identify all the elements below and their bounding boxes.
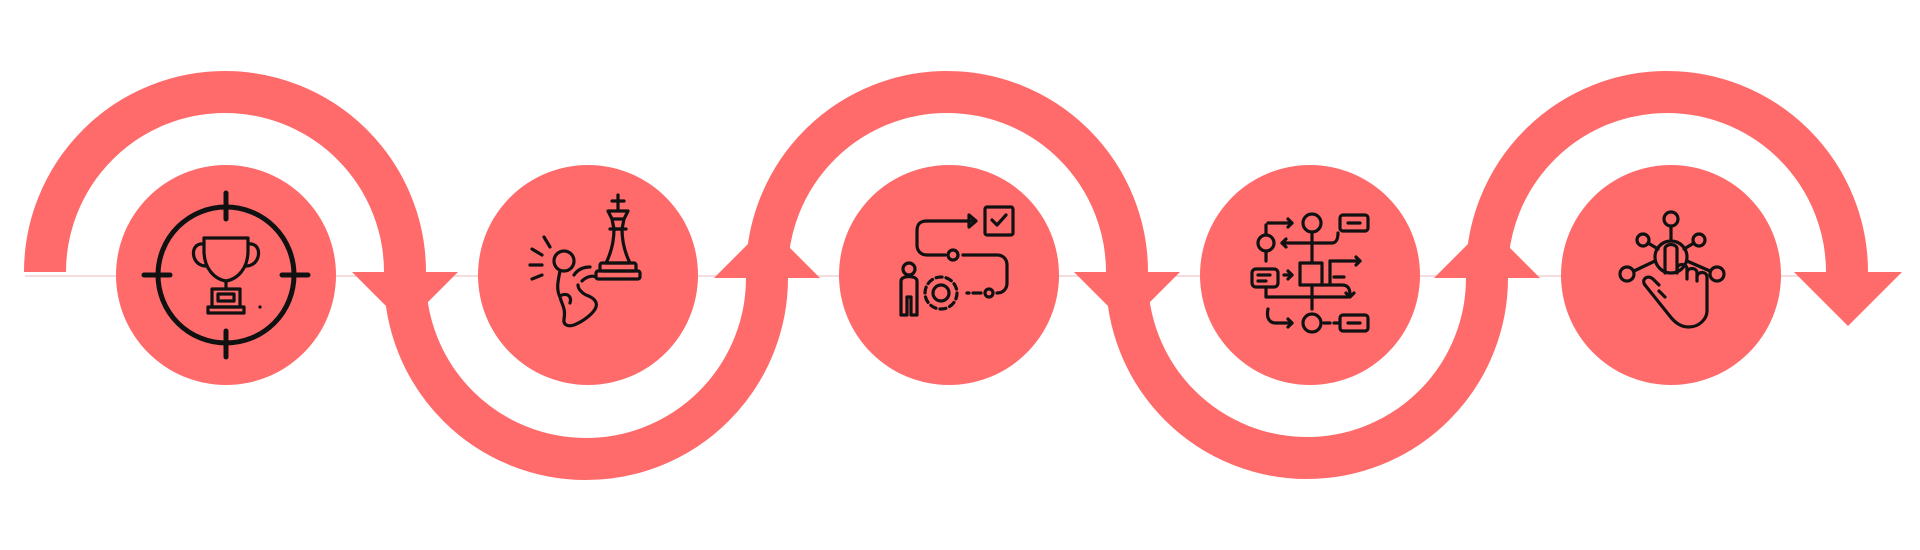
flow-ribbon xyxy=(24,71,1868,480)
flowchart-icon xyxy=(1250,212,1370,334)
ribbon-arc-5 xyxy=(1466,71,1868,273)
ribbon-arc-2 xyxy=(384,277,788,480)
arrowhead-up-2 xyxy=(1434,225,1540,278)
step-circle-1 xyxy=(116,165,336,385)
chess-strategy-icon xyxy=(528,193,642,328)
step-circle-5 xyxy=(1561,165,1781,385)
arrowhead-down-2 xyxy=(1074,272,1180,325)
ribbon-arc-1 xyxy=(24,71,426,273)
trophy-target-icon xyxy=(141,190,311,360)
workflow-process-icon xyxy=(899,205,1015,317)
step-circle-4 xyxy=(1200,165,1420,385)
step-circle-3 xyxy=(839,165,1059,385)
arrowhead-down-1 xyxy=(352,272,458,325)
arrowheads xyxy=(352,225,1902,326)
ribbon-arc-3 xyxy=(746,71,1148,273)
ribbon-arc-4 xyxy=(1106,277,1508,479)
touch-network-icon xyxy=(1618,210,1726,329)
arrowhead-up-1 xyxy=(714,225,820,278)
arrowhead-end xyxy=(1794,272,1902,326)
step-circle-2 xyxy=(478,165,698,385)
